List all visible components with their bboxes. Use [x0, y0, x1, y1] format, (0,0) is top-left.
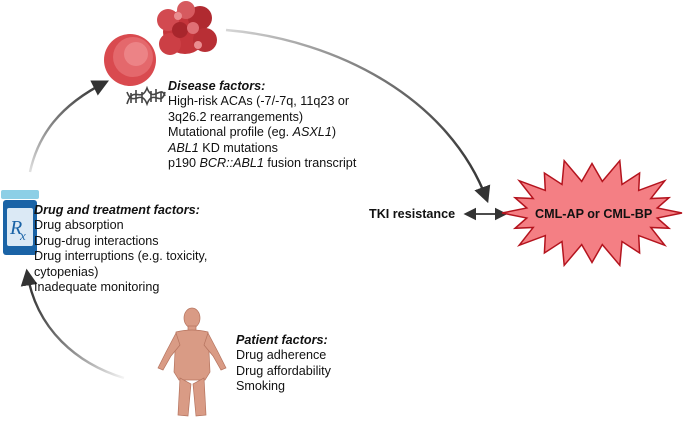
drug-factor-item: Inadequate monitoring — [34, 280, 160, 295]
arrow-drug-to-disease — [28, 80, 110, 173]
disease-factor-mutational-profile: Mutational profile (eg. ASXL1) — [168, 125, 337, 140]
human-figure-icon — [157, 307, 227, 417]
disease-factor-kd-mutations: ABL1 KD mutations — [168, 140, 278, 155]
drug-factor-item: cytopenias) — [34, 264, 99, 279]
drug-factor-item: Drug interruptions (e.g. toxicity, — [34, 249, 208, 264]
drug-factors-heading: Drug and treatment factors: — [34, 203, 200, 217]
cell-cluster-icon — [157, 1, 217, 55]
patient-factor-item: Drug adherence — [236, 348, 327, 363]
svg-text:R: R — [9, 217, 22, 239]
patient-factor-item: Drug affordability — [236, 363, 331, 378]
drug-factor-item: Drug-drug interactions — [34, 233, 159, 248]
patient-factors-block: Patient factors: Drug adherence Drug aff… — [236, 333, 331, 395]
cml-outcome-label: CML-AP or CML-BP — [535, 207, 653, 221]
patient-factors-heading: Patient factors: — [236, 333, 328, 347]
tki-resistance-label: TKI resistance — [369, 207, 456, 221]
arrow-disease-to-tki — [225, 28, 491, 204]
disease-factor-acas-cont: 3q26.2 rearrangements) — [168, 109, 304, 124]
patient-factor-item: Smoking — [236, 379, 285, 394]
dna-icon — [126, 85, 166, 107]
drug-factor-item: Drug absorption — [34, 218, 124, 233]
drug-factors-block: Drug and treatment factors: Drug absorpt… — [34, 203, 207, 295]
starburst-shape — [501, 158, 683, 268]
arrow-patient-to-drug — [20, 268, 125, 380]
svg-text:x: x — [19, 228, 26, 243]
disease-factors-heading: Disease factors: — [168, 79, 266, 93]
blood-cell-icon — [104, 34, 156, 86]
pill-bottle-icon: R x — [1, 190, 39, 255]
disease-factors-block: Disease factors: High-risk ACAs (-7/-7q,… — [168, 79, 356, 171]
disease-factor-acas: High-risk ACAs (-7/-7q, 11q23 or — [168, 94, 350, 109]
disease-factor-fusion-transcript: p190 BCR::ABL1 fusion transcript — [168, 156, 357, 171]
